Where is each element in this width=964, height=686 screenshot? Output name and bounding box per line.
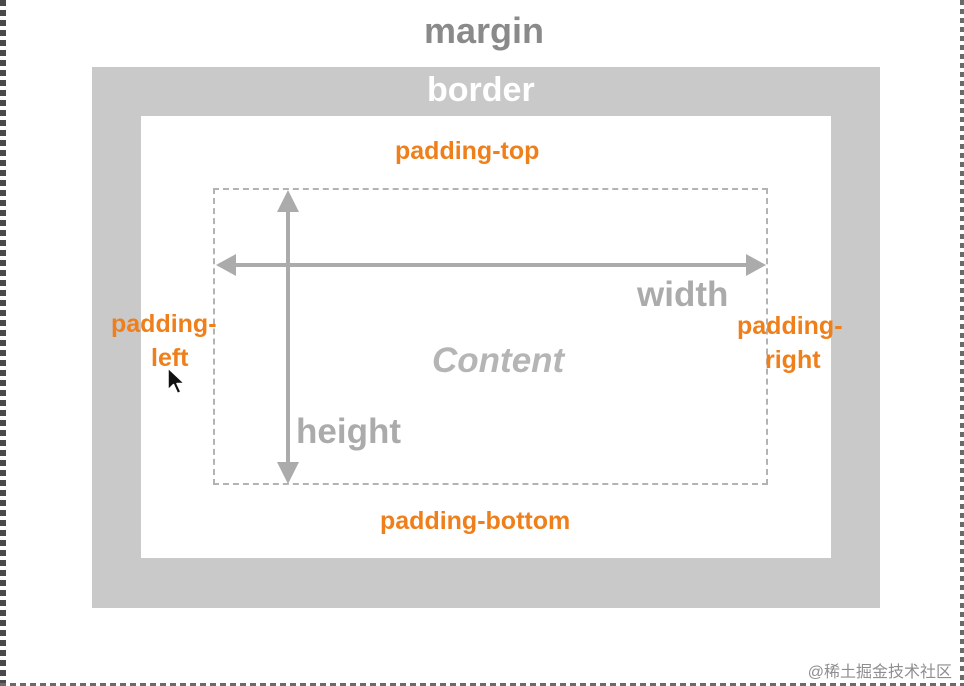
mouse-pointer-icon [167, 367, 186, 395]
border-label: border [427, 71, 535, 109]
padding-bottom-label: padding-bottom [380, 507, 571, 535]
margin-label: margin [424, 10, 545, 51]
padding-right-label-line1: padding- [737, 312, 843, 340]
screen-frame-bottom-edge [0, 683, 964, 686]
content-area [213, 188, 768, 485]
padding-right-label: padding- right [737, 309, 843, 377]
width-label: width [637, 275, 729, 314]
padding-right-label-line2: right [765, 346, 821, 374]
padding-left-label-line1: padding- [111, 310, 217, 338]
height-label: height [296, 412, 401, 451]
screen-frame-left-edge [0, 0, 6, 686]
padding-top-label: padding-top [395, 137, 540, 165]
screen-frame-right-edge [960, 0, 964, 686]
height-arrow [277, 190, 299, 484]
padding-left-label: padding- left [111, 307, 217, 375]
content-label: Content [432, 341, 565, 380]
width-arrow [216, 254, 766, 276]
padding-left-label-line2: left [151, 344, 189, 372]
watermark-text: @稀土掘金技术社区 [807, 664, 952, 681]
